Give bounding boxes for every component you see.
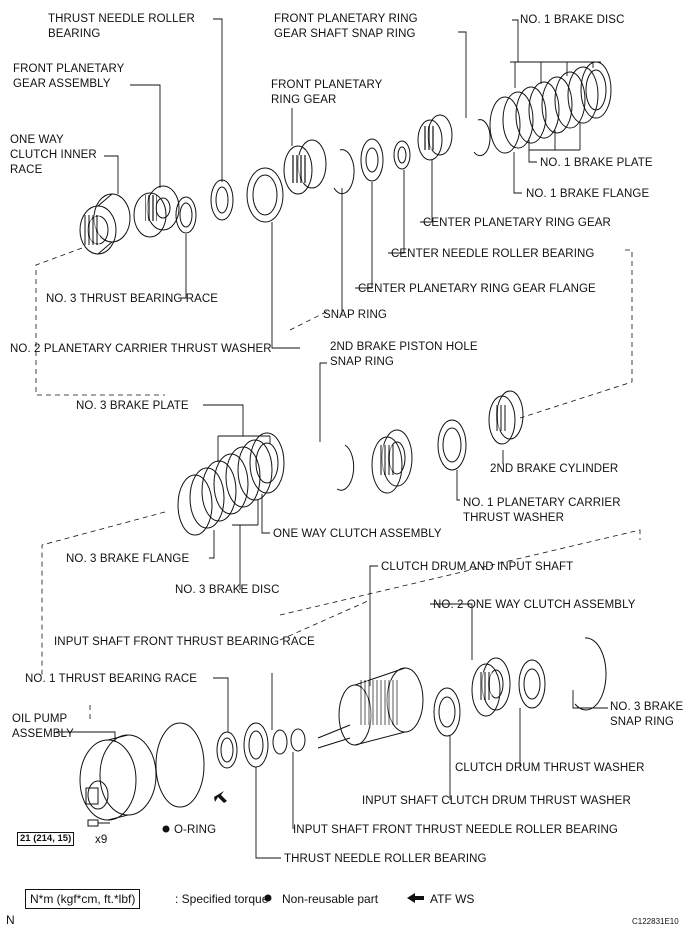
- legend-atf-icon: [407, 893, 424, 903]
- label-input-shaft-clutch-drum-thrust-washer: INPUT SHAFT CLUTCH DRUM THRUST WASHER: [362, 795, 631, 807]
- label-front-planetary-ring-gear: FRONT PLANETARY RING GEAR: [271, 79, 383, 106]
- label-thrust-needle-roller-bearing-bottom: THRUST NEEDLE ROLLER BEARING: [284, 853, 487, 865]
- non-reusable-dot-icon: [162, 825, 170, 833]
- bolt-quantity: x9: [95, 834, 108, 846]
- no1-carrier-thrust-washer-part: [437, 419, 467, 471]
- no3-brake-pack-part: [177, 432, 285, 536]
- legend-torque-desc: : Specified torque: [175, 892, 269, 906]
- figure-id: C122831E10: [632, 917, 679, 926]
- center-ring-gear-flange-part: [360, 138, 384, 182]
- label-no2-one-way-clutch-assembly: NO. 2 ONE WAY CLUTCH ASSEMBLY: [433, 599, 636, 611]
- label-no1-brake-disc: NO. 1 BRAKE DISC: [520, 14, 625, 26]
- label-no3-thrust-bearing-race: NO. 3 THRUST BEARING RACE: [46, 293, 219, 305]
- label-front-planetary-gear-assembly: FRONT PLANETARY GEAR ASSEMBLY: [13, 63, 125, 90]
- one-way-clutch-assembly-part: [371, 429, 413, 494]
- label-center-needle-roller-bearing: CENTER NEEDLE ROLLER BEARING: [391, 248, 595, 260]
- label-no2-planetary-carrier-thrust-washer: NO. 2 PLANETARY CARRIER THRUST WASHER: [10, 343, 272, 355]
- thrust-needle-bearing-bottom-part: [243, 722, 269, 768]
- snap-ring-part: [333, 149, 355, 195]
- label-no1-thrust-bearing-race: NO. 1 THRUST BEARING RACE: [25, 673, 198, 685]
- label-no3-brake-flange: NO. 3 BRAKE FLANGE: [66, 553, 190, 565]
- legend-atf: ATF WS: [430, 892, 475, 906]
- clutch-drum-thrust-washer-part: [518, 659, 546, 709]
- label-no3-brake-disc: NO. 3 BRAKE DISC: [175, 584, 280, 596]
- label-thrust-needle-roller-bearing-top: THRUST NEEDLE ROLLER BEARING: [48, 13, 195, 40]
- label-no1-brake-plate: NO. 1 BRAKE PLATE: [540, 157, 653, 169]
- label-2nd-brake-piston-hole-snap-ring: 2ND BRAKE PISTON HOLE SNAP RING: [330, 341, 478, 368]
- center-planetary-ring-gear-part: [417, 114, 453, 161]
- footer-mark: N: [6, 913, 15, 927]
- oil-pump-assembly-part: [79, 734, 157, 821]
- bolt-part: [87, 819, 110, 827]
- no3-brake-snap-ring-part: [574, 637, 607, 711]
- label-no1-planetary-carrier-thrust-washer: NO. 1 PLANETARY CARRIER THRUST WASHER: [463, 497, 621, 524]
- label-o-ring: O-RING: [174, 824, 217, 836]
- one-way-clutch-inner-race-part: [79, 193, 131, 255]
- input-shaft-front-race-part: [272, 729, 288, 755]
- legend-torque-box: N*m (kgf*cm, ft.*lbf): [25, 889, 141, 909]
- no2-carrier-thrust-washer-part: [246, 167, 284, 223]
- no3-thrust-bearing-race-part: [175, 196, 197, 234]
- legend-non-reusable-icon: [264, 894, 272, 902]
- input-shaft-drum-thrust-washer-part: [433, 687, 461, 737]
- torque-spec-box: 21 (214, 15): [17, 832, 75, 846]
- label-no1-brake-flange: NO. 1 BRAKE FLANGE: [526, 188, 650, 200]
- front-planetary-gear-assembly-part: [133, 185, 180, 238]
- label-input-shaft-front-thrust-bearing-race: INPUT SHAFT FRONT THRUST BEARING RACE: [54, 636, 315, 648]
- legend-non-reusable: Non-reusable part: [282, 892, 379, 906]
- label-center-planetary-ring-gear-flange: CENTER PLANETARY RING GEAR FLANGE: [358, 283, 596, 295]
- label-no3-brake-plate: NO. 3 BRAKE PLATE: [76, 400, 189, 412]
- label-snap-ring: SNAP RING: [323, 309, 387, 321]
- atf-arrow-icon: [214, 791, 227, 803]
- front-planetary-ring-gear-part: [283, 139, 327, 195]
- label-front-planetary-ring-gear-shaft-snap-ring: FRONT PLANETARY RING GEAR SHAFT SNAP RIN…: [274, 13, 418, 40]
- label-2nd-brake-cylinder: 2ND BRAKE CYLINDER: [490, 463, 619, 475]
- label-one-way-clutch-inner-race: ONE WAY CLUTCH INNER RACE: [10, 134, 97, 176]
- thrust-needle-bearing-top-part: [210, 179, 234, 221]
- label-clutch-drum-and-input-shaft: CLUTCH DRUM AND INPUT SHAFT: [381, 561, 574, 573]
- label-no3-brake-snap-ring: NO. 3 BRAKE SNAP RING: [610, 701, 684, 728]
- 2nd-brake-piston-snap-ring-part: [336, 444, 355, 491]
- ring-gear-shaft-snap-ring-part: [473, 119, 491, 157]
- label-input-shaft-front-thrust-needle-roller-bearing: INPUT SHAFT FRONT THRUST NEEDLE ROLLER B…: [293, 824, 618, 836]
- clutch-drum-input-shaft-part: [317, 667, 424, 749]
- label-center-planetary-ring-gear: CENTER PLANETARY RING GEAR: [423, 217, 611, 229]
- label-clutch-drum-thrust-washer: CLUTCH DRUM THRUST WASHER: [455, 762, 645, 774]
- o-ring-part: [155, 722, 205, 808]
- center-needle-bearing-part: [393, 140, 411, 170]
- label-oil-pump-assembly: OIL PUMP ASSEMBLY: [12, 713, 74, 740]
- no1-thrust-bearing-race-part: [216, 731, 238, 769]
- 2nd-brake-cylinder-part: [488, 390, 524, 445]
- no2-one-way-clutch-part: [471, 657, 511, 717]
- no1-brake-pack-part: [489, 61, 612, 154]
- input-shaft-front-needle-bearing-part: [290, 728, 306, 752]
- label-one-way-clutch-assembly: ONE WAY CLUTCH ASSEMBLY: [273, 528, 442, 540]
